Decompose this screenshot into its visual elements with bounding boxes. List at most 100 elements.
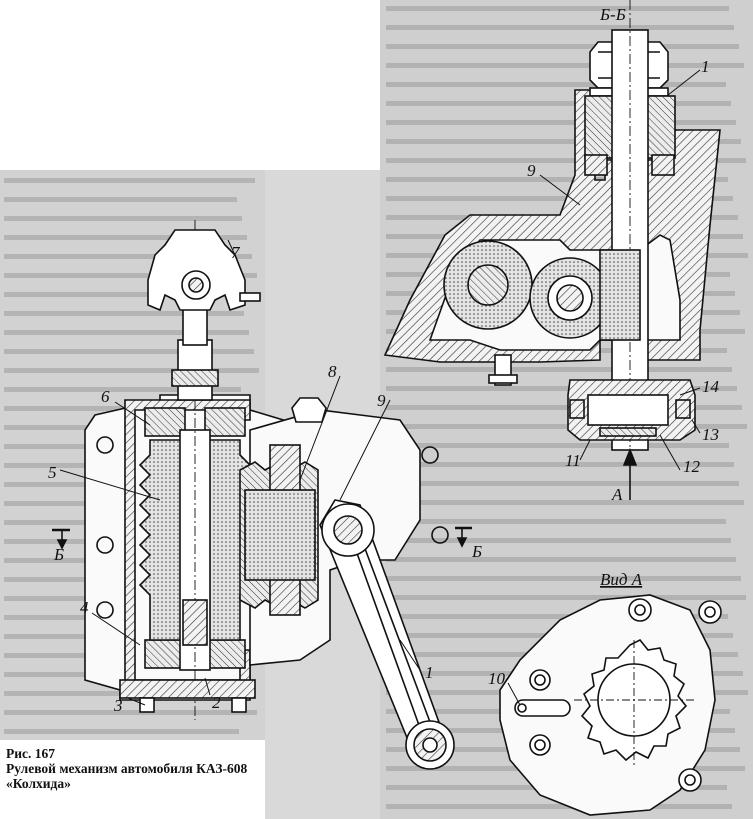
mounting-hole (431, 526, 449, 544)
mounting-hole (96, 536, 114, 554)
background-text-line (4, 273, 257, 278)
callout-9-section: 9 (527, 161, 536, 180)
background-text-line (386, 443, 729, 448)
locking-plate (514, 699, 571, 717)
background-text-line (386, 158, 746, 163)
flange-bolt-hole (628, 598, 652, 622)
background-text-line (386, 557, 736, 562)
background-text-line (386, 481, 739, 486)
callout-7: 7 (231, 243, 241, 262)
flange-bolt-hole (529, 734, 551, 756)
background-text-line (386, 424, 747, 429)
background-text-line (386, 6, 729, 11)
bottom-bolt (231, 697, 247, 713)
background-text-line (386, 44, 739, 49)
bottom-bolt (139, 697, 155, 713)
background-text-line (386, 576, 741, 581)
background-text-line (386, 538, 731, 543)
lock-ring (569, 399, 585, 419)
input-shaft-collar (171, 369, 219, 387)
figure-title-line-2: «Колхида» (6, 776, 71, 791)
background-text-line (386, 177, 728, 182)
figure-caption: Рис. 167 Рулевой механизм автомобиля КАЗ… (6, 746, 336, 791)
background-text-line (4, 311, 244, 316)
bearing-bottom (204, 639, 246, 669)
background-text-line (4, 216, 242, 221)
callout-8: 8 (328, 362, 337, 381)
background-text-line (386, 82, 726, 87)
callout-13: 13 (702, 425, 719, 444)
flange-bolt-hole (529, 669, 551, 691)
background-text-line (386, 500, 744, 505)
background-text-line (386, 386, 737, 391)
callout-10: 10 (488, 669, 506, 688)
section-bb-view (383, 0, 721, 500)
cut-mark-right-label: Б (471, 542, 482, 561)
view-a (499, 594, 722, 816)
background-text-line (4, 330, 249, 335)
flange-bolt-hole (698, 600, 722, 624)
adjusting-plate (587, 394, 669, 426)
background-text-line (386, 196, 733, 201)
background-text-line (4, 368, 259, 373)
background-text-line (4, 254, 252, 259)
callout-11: 11 (565, 451, 581, 470)
shaft-seal (651, 154, 675, 176)
bearing-top (144, 407, 186, 437)
background-text-line (4, 710, 257, 715)
main-section-view (52, 220, 472, 770)
background-text-line (4, 235, 247, 240)
mounting-hole (421, 446, 439, 464)
callout-6: 6 (101, 387, 110, 406)
background-text-line (4, 178, 255, 183)
screw-plug (182, 599, 208, 646)
background-text-line (386, 63, 744, 68)
background-text-line (386, 101, 731, 106)
filler-plug (291, 397, 327, 423)
background-text-line (386, 120, 736, 125)
background-text-line (386, 519, 726, 524)
shaft-seal (584, 154, 608, 176)
lock-ring (675, 399, 691, 419)
arrow-a-label: А (611, 485, 623, 504)
background-text-line (4, 729, 239, 734)
figure-title-line-1: Рулевой механизм автомобиля КАЗ-608 (6, 761, 248, 776)
mounting-hole (96, 601, 114, 619)
callout-14: 14 (702, 377, 720, 396)
callout-12: 12 (683, 457, 701, 476)
callout-2: 2 (212, 693, 221, 712)
background-text-line (386, 367, 732, 372)
section-labels: Б-Б Вид А А Б Б (53, 5, 643, 589)
background-text-line (4, 197, 237, 202)
bottom-cover (119, 679, 256, 699)
bearing-top (204, 407, 246, 437)
background-text-line (386, 139, 741, 144)
cut-mark-left-label: Б (53, 545, 64, 564)
background-text-line (386, 25, 734, 30)
callout-labels: 7 6 5 4 3 2 8 9 1 9 1 14 13 12 11 10 (48, 57, 720, 715)
background-text-line (4, 292, 239, 297)
background-text-line (4, 387, 241, 392)
shaft-tooth-block (599, 249, 641, 341)
callout-1-main: 1 (425, 663, 434, 682)
flange-bolt-hole (678, 768, 702, 792)
section-bb-title: Б-Б (599, 5, 626, 24)
background-text-line (4, 349, 254, 354)
callout-5: 5 (48, 463, 57, 482)
callout-9-main: 9 (377, 391, 386, 410)
callout-1-section: 1 (701, 57, 710, 76)
background-text-line (386, 405, 742, 410)
background-text-line (386, 614, 728, 619)
background-text-line (386, 462, 734, 467)
callout-4: 4 (80, 598, 89, 617)
mounting-hole (96, 436, 114, 454)
yoke-clamp-bolt (239, 292, 261, 302)
callout-3: 3 (113, 696, 123, 715)
view-a-title: Вид А (600, 570, 643, 589)
background-text-line (386, 804, 732, 809)
leader-lines (59, 69, 701, 706)
bearing-bottom (144, 639, 186, 669)
figure-number: Рис. 167 (6, 746, 56, 761)
background-text-line (386, 595, 746, 600)
